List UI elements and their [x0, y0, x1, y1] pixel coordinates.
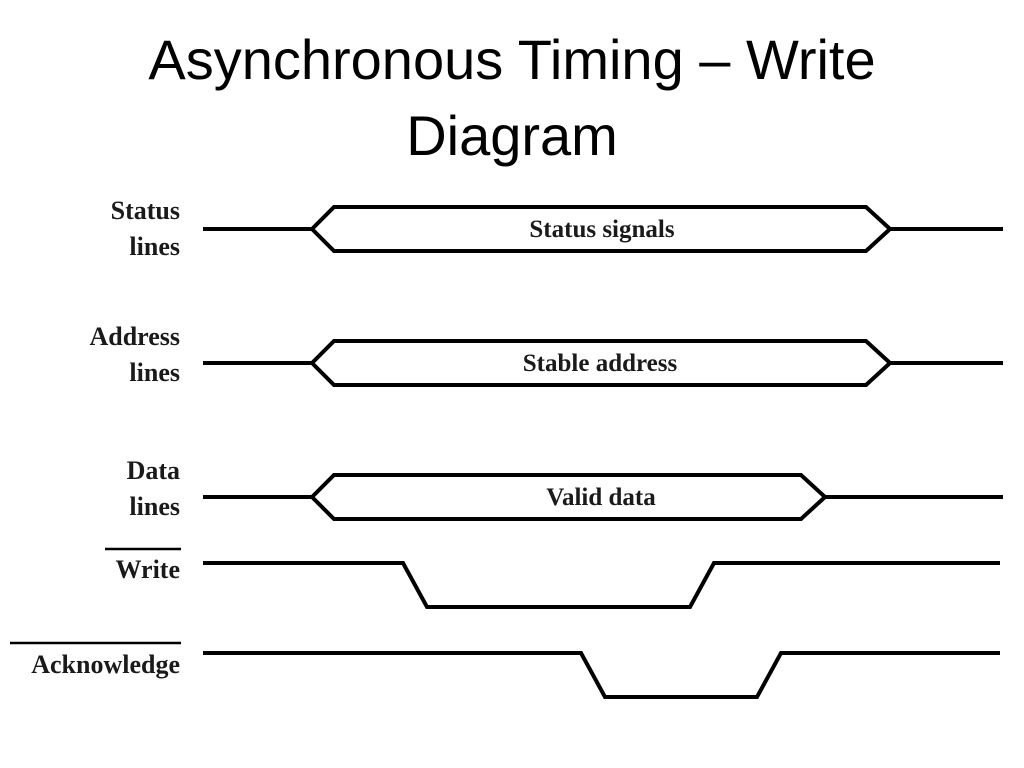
data-lines-signal: Data lines Valid data: [127, 456, 1003, 521]
status-lines-label-line-2: lines: [129, 232, 180, 261]
status-lines-signal: Status lines Status signals: [111, 196, 1003, 261]
write-waveform: [203, 561, 1000, 609]
write-signal: Write: [105, 547, 1000, 609]
acknowledge-waveform: [203, 651, 1000, 699]
status-lines-label-line-1: Status: [111, 196, 180, 225]
data-lines-waveform: [203, 473, 1003, 521]
address-lines-label-line-1: Address: [89, 322, 180, 351]
data-lines-label-line-2: lines: [129, 492, 180, 521]
address-lines-waveform: [203, 339, 1003, 387]
acknowledge-label: Acknowledge: [31, 650, 180, 679]
stable-address-bus-label: Stable address: [523, 350, 678, 377]
slide-title-line-2: Diagram: [406, 104, 618, 167]
data-lines-label-line-1: Data: [127, 456, 180, 485]
address-lines-label-line-2: lines: [129, 358, 180, 387]
slide-title-line-1: Asynchronous Timing – Write: [148, 28, 876, 91]
slide-title: Asynchronous Timing – Write Diagram: [0, 22, 1024, 174]
acknowledge-signal: Acknowledge: [10, 641, 1000, 699]
status-signals-bus-label: Status signals: [529, 216, 674, 243]
write-label: Write: [116, 555, 181, 584]
valid-data-bus-label: Valid data: [546, 484, 656, 511]
address-lines-signal: Address lines Stable address: [89, 322, 1003, 387]
status-lines-waveform: [203, 205, 1003, 253]
